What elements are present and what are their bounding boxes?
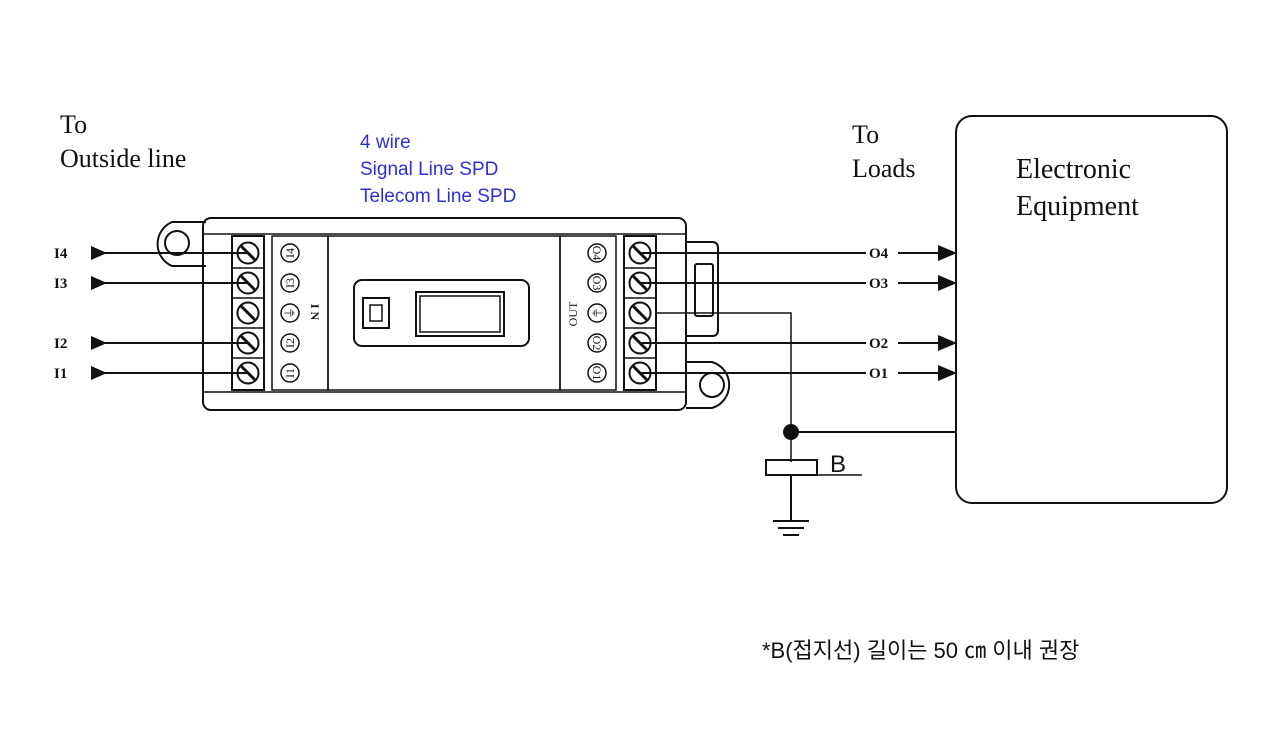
out-terminal-3: ⏚ bbox=[587, 297, 656, 325]
output-arrow-3 bbox=[938, 335, 957, 351]
out-terminal-1: O4 bbox=[587, 241, 652, 265]
in-terminal-label-ring-5 bbox=[280, 363, 300, 383]
right-title-line1: To bbox=[852, 120, 879, 149]
right-title-line2: Loads bbox=[852, 154, 916, 183]
mounting-ear-right bbox=[686, 361, 731, 409]
input-label-3: I2 bbox=[54, 336, 67, 352]
display-window bbox=[415, 291, 505, 337]
mounting-ear-left bbox=[156, 221, 206, 267]
input-label-2: I3 bbox=[54, 276, 67, 292]
out-terminal-4: O2 bbox=[587, 327, 656, 355]
input-line-2: I3 bbox=[54, 276, 248, 292]
out-terminal-label-ring-4 bbox=[587, 333, 607, 353]
output-label-4: O1 bbox=[869, 366, 888, 382]
input-arrow-1 bbox=[91, 246, 107, 260]
out-terminal-label-2: O3 bbox=[590, 276, 604, 291]
in-terminal-3: ⏚ bbox=[232, 297, 300, 325]
device-housing bbox=[202, 217, 687, 411]
out-terminal-label-ring-5 bbox=[587, 363, 607, 383]
clip-slot bbox=[694, 263, 714, 317]
in-terminal-block bbox=[231, 235, 265, 391]
product-title-line3: Telecom Line SPD bbox=[360, 186, 516, 207]
left-title: To Outside line bbox=[60, 110, 186, 173]
left-title-line1: To bbox=[60, 110, 87, 139]
electronic-equipment-box bbox=[955, 115, 1228, 504]
in-terminal-1: I4 bbox=[236, 241, 300, 265]
right-clip bbox=[686, 241, 719, 337]
input-line-3: I2 bbox=[54, 336, 248, 352]
in-terminal-label-4: I2 bbox=[283, 338, 297, 348]
in-terminal-label-ring-4 bbox=[280, 333, 300, 353]
input-label-1: I4 bbox=[54, 246, 68, 262]
input-label-4: I1 bbox=[54, 366, 67, 382]
in-terminal-5: I1 bbox=[232, 357, 300, 385]
output-line-4: O1 bbox=[640, 365, 957, 382]
output-label-2: O3 bbox=[869, 276, 888, 292]
input-line-1: I4 bbox=[54, 246, 248, 262]
out-terminal-label-5: O1 bbox=[590, 366, 604, 381]
status-button-inner bbox=[369, 304, 383, 322]
output-arrow-1 bbox=[938, 245, 957, 261]
input-arrow-3 bbox=[91, 336, 107, 350]
in-strip-title: I N bbox=[308, 304, 322, 321]
device-inner-frame bbox=[202, 233, 687, 393]
in-terminal-label-5: I1 bbox=[283, 368, 297, 378]
right-title: To Loads bbox=[852, 120, 916, 183]
product-title-line1: 4 wire bbox=[360, 132, 411, 153]
out-terminal-label-ring-2 bbox=[587, 273, 607, 293]
in-terminal-label-ring-2 bbox=[280, 273, 300, 293]
ground-label-b: B bbox=[830, 451, 846, 478]
out-terminal-label-3: ⏚ bbox=[590, 307, 604, 319]
output-label-3: O2 bbox=[869, 336, 888, 352]
status-button bbox=[362, 297, 390, 329]
in-terminal-4: I2 bbox=[232, 327, 300, 355]
output-line-2: O3 bbox=[640, 275, 957, 292]
product-title: 4 wire Signal Line SPD Telecom Line SPD bbox=[360, 132, 516, 207]
ground-circuit: B bbox=[656, 312, 956, 536]
out-strip-title: OUT bbox=[566, 301, 580, 326]
in-terminal-label-ring-3 bbox=[280, 303, 300, 323]
output-label-1: O4 bbox=[869, 246, 889, 262]
in-terminal-label-3: ⏚ bbox=[283, 307, 297, 319]
left-title-line2: Outside line bbox=[60, 144, 186, 173]
mounting-hole-right bbox=[699, 372, 725, 398]
input-arrow-4 bbox=[91, 366, 107, 380]
equipment-label-line1: Electronic bbox=[1016, 154, 1131, 185]
out-terminal-label-4: O2 bbox=[590, 336, 604, 351]
in-terminal-label-ring-1 bbox=[280, 243, 300, 263]
out-terminal-5: O1 bbox=[587, 357, 656, 385]
indicator-window bbox=[353, 279, 530, 347]
ground-conductor bbox=[656, 312, 792, 462]
input-arrow-2 bbox=[91, 276, 107, 290]
equipment-label-line2: Equipment bbox=[1016, 191, 1139, 222]
out-terminal-label-ring-1 bbox=[587, 243, 607, 263]
product-title-line2: Signal Line SPD bbox=[360, 159, 498, 180]
out-terminal-2: O3 bbox=[587, 267, 656, 295]
display-window-inner bbox=[419, 295, 501, 333]
ground-wire-b-element bbox=[765, 459, 818, 476]
out-terminal-label-1: O4 bbox=[590, 246, 604, 261]
out-terminal-label-ring-3 bbox=[587, 303, 607, 323]
mounting-hole-left bbox=[164, 230, 190, 256]
input-line-4: I1 bbox=[54, 366, 248, 382]
center-module bbox=[327, 235, 561, 391]
in-terminal-2: I3 bbox=[232, 267, 300, 295]
output-line-1: O4 bbox=[640, 245, 957, 262]
in-terminal-label-1: I4 bbox=[283, 248, 297, 258]
footnote: *B(접지선) 길이는 50 ㎝ 이내 권장 bbox=[762, 638, 1079, 663]
output-line-3: O2 bbox=[640, 335, 957, 352]
output-arrow-2 bbox=[938, 275, 957, 291]
output-arrow-4 bbox=[938, 365, 957, 381]
in-terminal-label-2: I3 bbox=[283, 278, 297, 288]
ground-junction-dot bbox=[783, 424, 799, 440]
